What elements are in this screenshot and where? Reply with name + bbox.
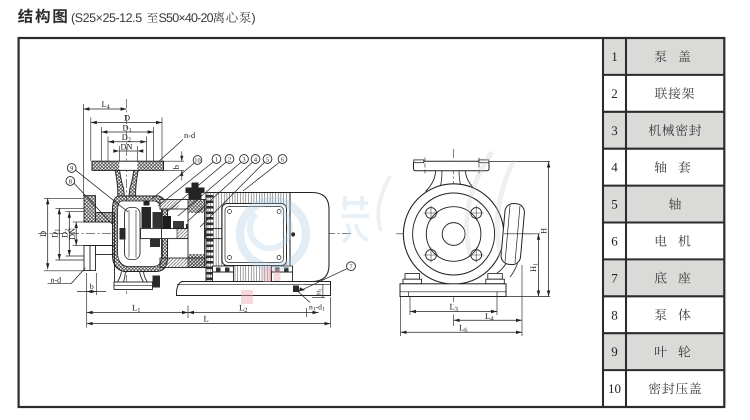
svg-text:n-d: n-d	[51, 275, 62, 284]
svg-text:1: 1	[611, 49, 618, 64]
svg-text:L2: L2	[239, 303, 247, 315]
svg-text:3: 3	[611, 123, 618, 138]
svg-text:H2: H2	[317, 289, 323, 295]
svg-text:D1: D1	[51, 229, 62, 238]
svg-text:L4: L4	[485, 311, 494, 323]
svg-text:10: 10	[608, 381, 621, 396]
svg-text:(S25×25-12.5: (S25×25-12.5	[71, 11, 142, 25]
svg-text:7: 7	[349, 264, 353, 271]
svg-text:L4: L4	[102, 100, 110, 111]
svg-text:7: 7	[611, 270, 618, 285]
svg-text:2: 2	[611, 86, 618, 101]
svg-text:5: 5	[611, 197, 618, 212]
svg-text:8: 8	[69, 178, 72, 185]
svg-text:L3: L3	[450, 302, 458, 314]
svg-text:9: 9	[70, 165, 73, 172]
svg-text:5: 5	[266, 156, 269, 163]
svg-text:S50×40-20: S50×40-20	[159, 11, 214, 25]
svg-text:b: b	[90, 282, 94, 291]
svg-text:n-d: n-d	[184, 131, 196, 140]
svg-text:D: D	[124, 114, 130, 123]
svg-text:4: 4	[611, 160, 618, 175]
svg-text:n1-d1: n1-d1	[309, 303, 325, 313]
svg-text:D: D	[39, 231, 48, 237]
svg-text:DN: DN	[121, 142, 133, 151]
svg-text:L6: L6	[459, 323, 467, 335]
svg-text:H1: H1	[529, 263, 540, 272]
svg-text:b: b	[172, 165, 181, 169]
svg-text:9: 9	[611, 344, 618, 359]
svg-text:4: 4	[254, 156, 258, 163]
svg-text:6: 6	[281, 156, 284, 163]
svg-text:10: 10	[194, 157, 200, 164]
svg-text:D1: D1	[123, 123, 132, 134]
svg-text:L: L	[204, 314, 209, 324]
svg-text:): )	[252, 11, 256, 25]
svg-text:L1: L1	[132, 303, 140, 315]
svg-text:1: 1	[215, 156, 218, 163]
svg-text:D2: D2	[61, 229, 72, 238]
svg-text:8: 8	[611, 307, 618, 322]
svg-text:D2: D2	[122, 133, 131, 144]
svg-text:3: 3	[242, 156, 245, 163]
svg-text:H: H	[539, 228, 548, 234]
svg-text:2: 2	[228, 156, 231, 163]
svg-text:DN: DN	[68, 228, 77, 240]
svg-text:6: 6	[611, 234, 618, 249]
